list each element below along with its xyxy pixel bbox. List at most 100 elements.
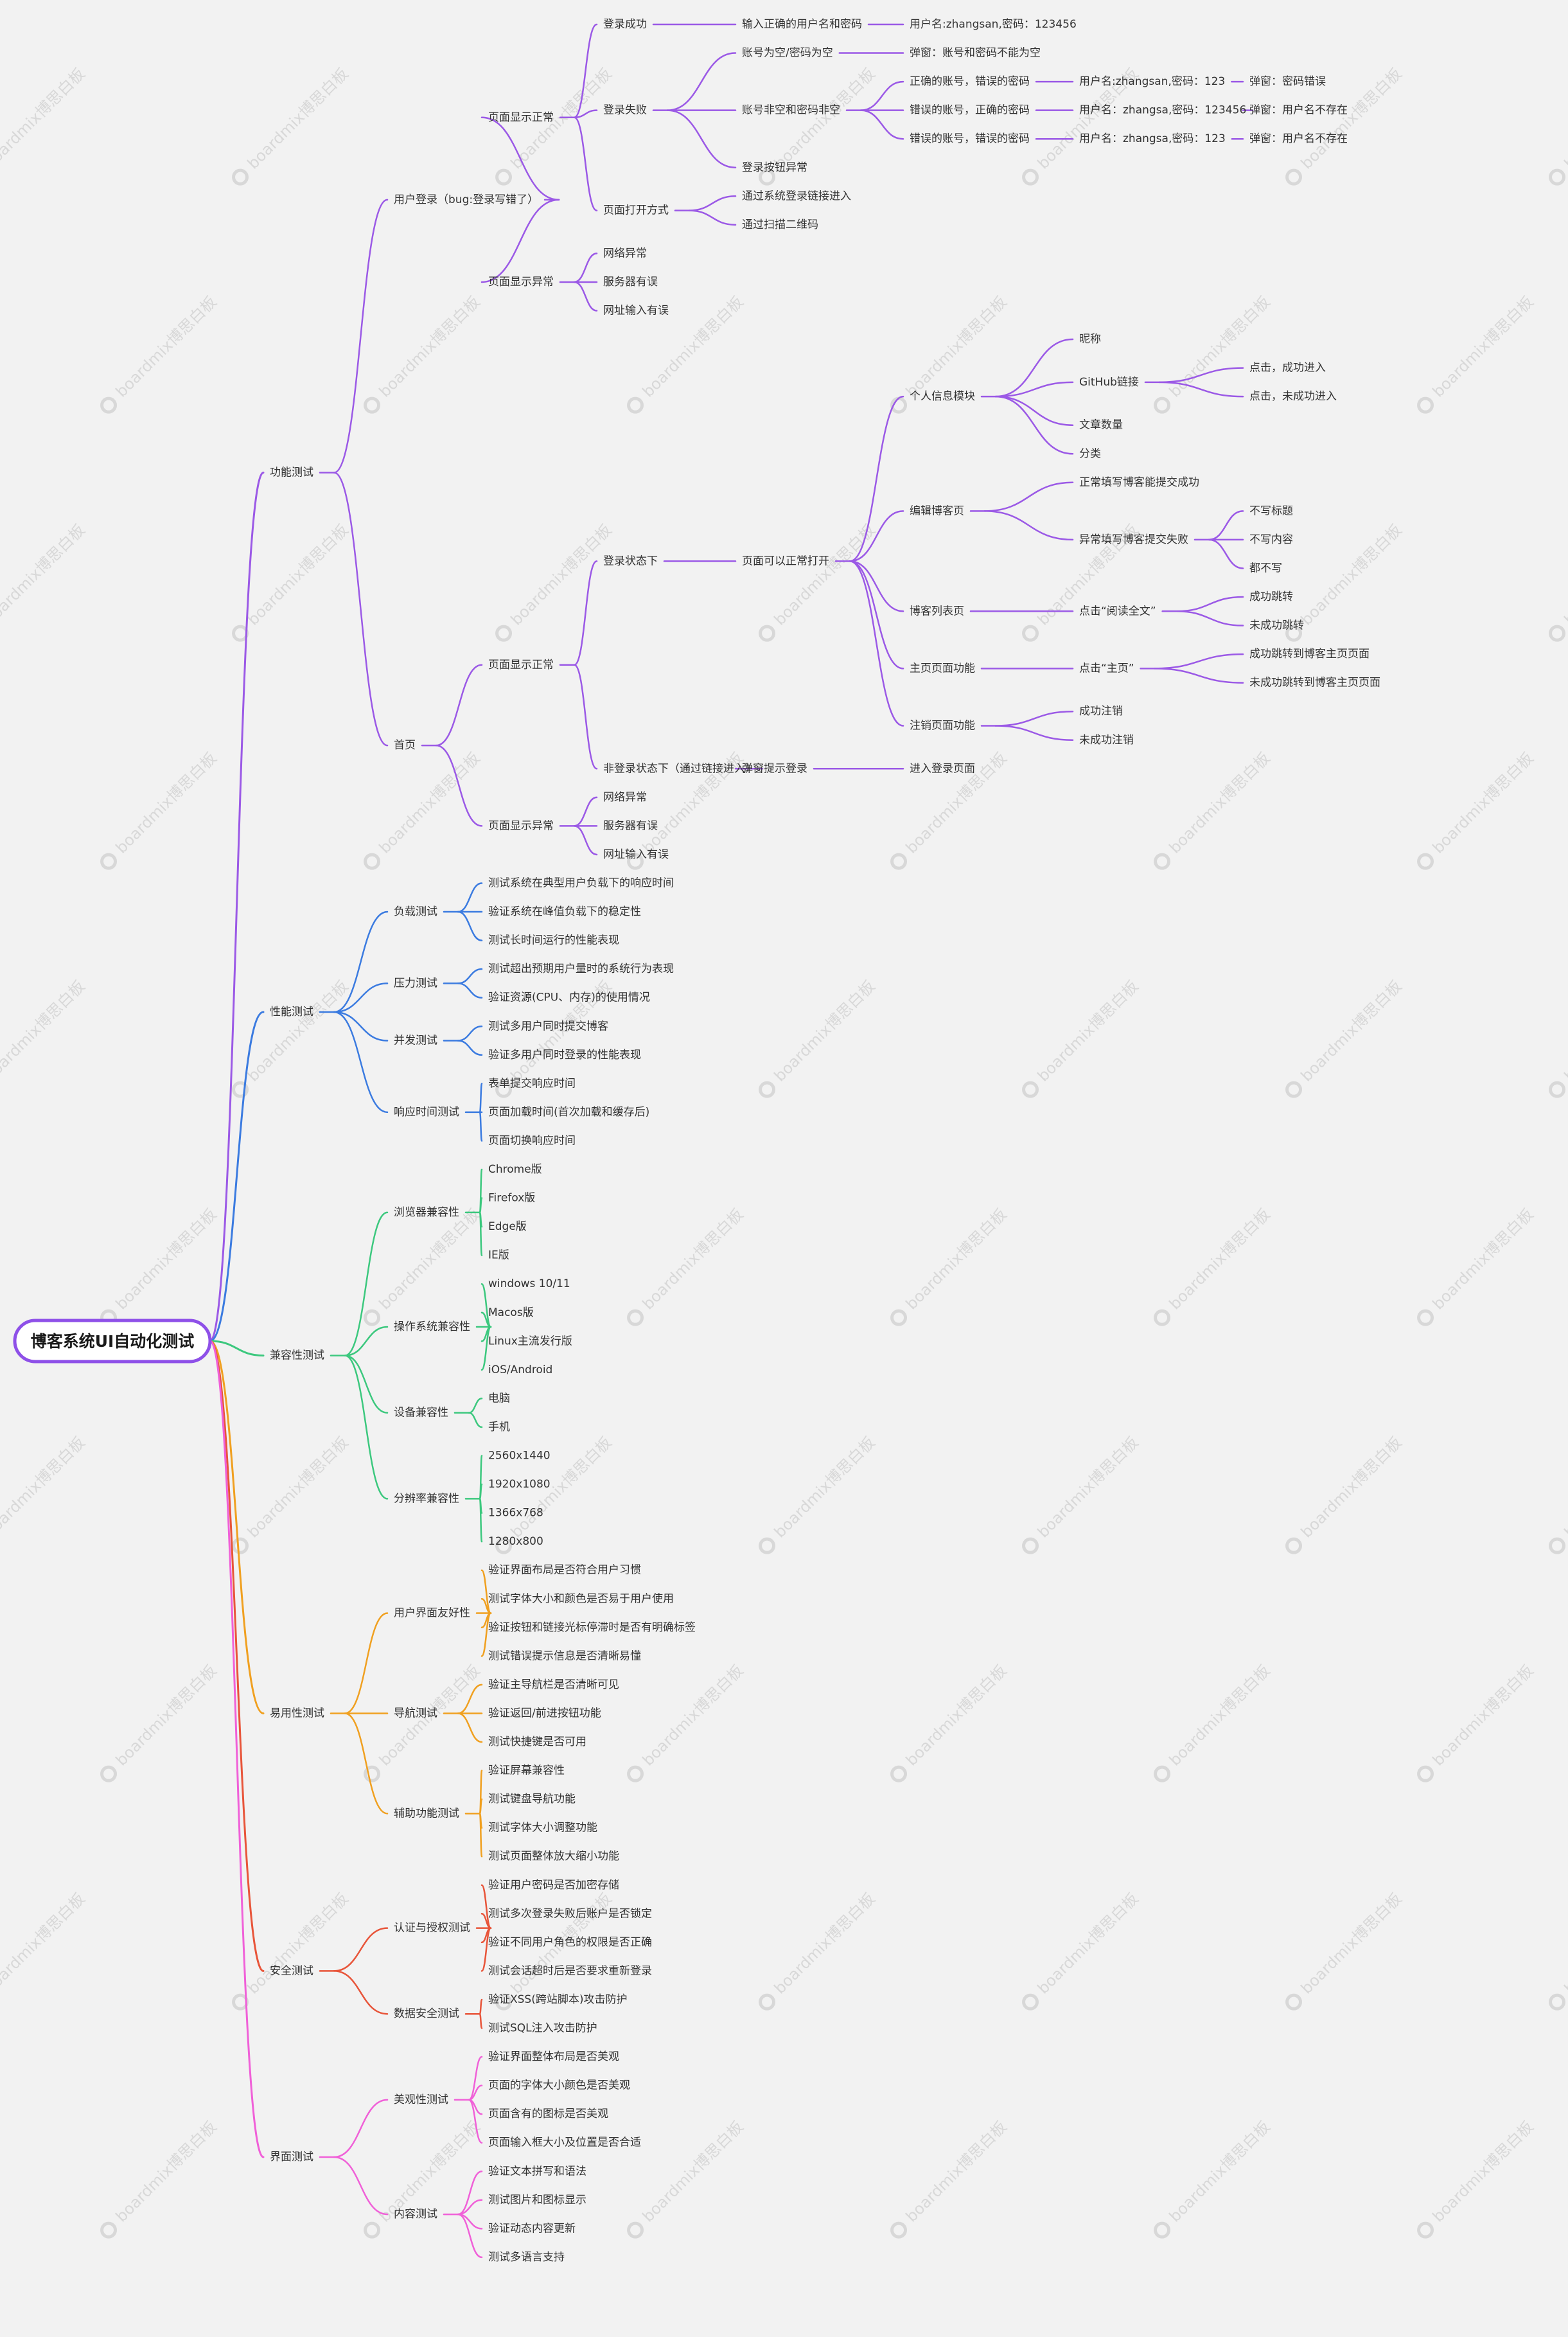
mindmap-node-d4[interactable]: 非登录状态下（通过链接进入） [603,762,756,775]
mindmap-node-d4[interactable]: 页面打开方式 [603,204,669,217]
mindmap-node-d6[interactable]: 错误的账号，正确的密码 [910,104,1030,117]
mindmap-node-d7[interactable]: 用户名：zhangsa,密码：123 [1079,132,1226,145]
mindmap-node-d3[interactable]: 1920x1080 [488,1478,551,1491]
mindmap-node-d3[interactable]: 验证动态内容更新 [488,2222,576,2235]
mindmap-node-d4[interactable]: 登录状态下 [603,555,658,567]
mindmap-node-d7[interactable]: 异常填写博客提交失败 [1079,533,1188,546]
mindmap-node-d2[interactable]: 分辨率兼容性 [394,1492,459,1505]
root-node[interactable]: 博客系统UI自动化测试 [13,1319,212,1364]
mindmap-node-d3[interactable]: Chrome版 [488,1163,542,1176]
mindmap-node-d3[interactable]: 验证按钮和链接光标停滞时是否有明确标签 [488,1621,696,1634]
mindmap-node-d2[interactable]: 操作系统兼容性 [394,1320,470,1333]
mindmap-node-d3[interactable]: 页面显示异常 [488,819,554,832]
mindmap-node-d1[interactable]: 易用性测试 [270,1707,324,1719]
mindmap-node-d8[interactable]: 弹窗：用户名不存在 [1249,104,1348,117]
mindmap-node-d3[interactable]: 验证系统在峰值负载下的稳定性 [488,905,641,918]
mindmap-node-d5[interactable]: 通过扫描二维码 [742,218,818,231]
mindmap-node-d3[interactable]: 验证屏幕兼容性 [488,1764,565,1777]
mindmap-node-d3[interactable]: 页面显示正常 [488,111,554,124]
mindmap-node-d3[interactable]: 测试页面整体放大缩小功能 [488,1850,619,1863]
mindmap-node-d3[interactable]: Linux主流发行版 [488,1335,572,1347]
mindmap-node-d3[interactable]: iOS/Android [488,1364,552,1376]
mindmap-node-d5[interactable]: 登录按钮异常 [742,161,807,174]
mindmap-node-d3[interactable]: Firefox版 [488,1192,535,1205]
mindmap-node-d2[interactable]: 负载测试 [394,905,437,918]
mindmap-node-d7[interactable]: 文章数量 [1079,419,1123,432]
mindmap-node-d6[interactable]: 正确的账号，错误的密码 [910,75,1030,88]
mindmap-node-d3[interactable]: 页面显示正常 [488,659,554,671]
mindmap-node-d8[interactable]: 成功跳转 [1249,591,1293,603]
mindmap-node-d3[interactable]: 页面输入框大小及位置是否合适 [488,2137,641,2149]
mindmap-node-d7[interactable]: 成功注销 [1079,705,1123,718]
mindmap-node-d3[interactable]: 测试系统在典型用户负载下的响应时间 [488,877,674,890]
mindmap-node-d8[interactable]: 未成功跳转 [1249,619,1304,632]
mindmap-node-d8[interactable]: 不写内容 [1249,533,1293,546]
mindmap-node-d4[interactable]: 服务器有误 [603,276,658,289]
mindmap-node-d3[interactable]: 验证主导航栏是否清晰可见 [488,1678,619,1691]
mindmap-node-d3[interactable]: 验证界面整体布局是否美观 [488,2050,619,2063]
mindmap-node-d3[interactable]: 页面加载时间(首次加载和缓存后) [488,1106,649,1119]
mindmap-node-d7[interactable]: 昵称 [1079,333,1101,346]
mindmap-node-d4[interactable]: 网络异常 [603,791,647,804]
mindmap-node-d3[interactable]: 验证多用户同时登录的性能表现 [488,1049,641,1062]
mindmap-node-d8[interactable]: 都不写 [1249,562,1282,574]
mindmap-node-d7[interactable]: 分类 [1079,447,1101,460]
mindmap-node-d4[interactable]: 网址输入有误 [603,848,669,861]
mindmap-node-d3[interactable]: IE版 [488,1249,509,1262]
mindmap-node-d5[interactable]: 输入正确的用户名和密码 [742,18,862,31]
mindmap-node-d5[interactable]: 账号为空/密码为空 [742,47,833,60]
mindmap-node-d1[interactable]: 兼容性测试 [270,1349,324,1362]
mindmap-node-d7[interactable]: 未成功注销 [1079,734,1134,747]
mindmap-node-d2[interactable]: 内容测试 [394,2208,437,2221]
mindmap-node-d7[interactable]: 点击“主页” [1079,662,1134,675]
mindmap-node-d5[interactable]: 页面可以正常打开 [742,555,829,567]
mindmap-node-d3[interactable]: 测试图片和图标显示 [488,2194,586,2207]
mindmap-node-d3[interactable]: 页面含有的图标是否美观 [488,2108,608,2120]
mindmap-node-d8[interactable]: 未成功跳转到博客主页页面 [1249,677,1380,689]
mindmap-node-d3[interactable]: 验证界面布局是否符合用户习惯 [488,1564,641,1577]
mindmap-node-d2[interactable]: 压力测试 [394,977,437,990]
mindmap-node-d6[interactable]: 个人信息模块 [910,390,975,403]
mindmap-node-d4[interactable]: 网址输入有误 [603,305,669,317]
mindmap-node-d1[interactable]: 功能测试 [270,466,313,479]
mindmap-node-d8[interactable]: 成功跳转到博客主页页面 [1249,648,1370,661]
mindmap-node-d3[interactable]: 测试会话超时后是否要求重新登录 [488,1964,652,1977]
mindmap-node-d4[interactable]: 登录成功 [603,18,647,31]
mindmap-node-d8[interactable]: 不写标题 [1249,504,1293,517]
mindmap-node-d8[interactable]: 弹窗：用户名不存在 [1249,132,1348,145]
mindmap-node-d4[interactable]: 服务器有误 [603,819,658,832]
mindmap-node-d3[interactable]: 手机 [488,1421,510,1434]
mindmap-node-d3[interactable]: 1366x768 [488,1507,543,1520]
mindmap-node-d7[interactable]: 用户名:zhangsan,密码：123 [1079,75,1225,88]
mindmap-node-d3[interactable]: 验证返回/前进按钮功能 [488,1707,601,1719]
mindmap-node-d6[interactable]: 弹窗：账号和密码不能为空 [910,47,1041,60]
mindmap-node-d6[interactable]: 编辑博客页 [910,504,964,517]
mindmap-node-d2[interactable]: 浏览器兼容性 [394,1206,459,1219]
mindmap-node-d3[interactable]: 验证不同用户角色的权限是否正确 [488,1936,652,1949]
mindmap-node-d3[interactable]: 测试错误提示信息是否清晰易懂 [488,1649,641,1662]
mindmap-node-d3[interactable]: 验证用户密码是否加密存储 [488,1879,619,1892]
mindmap-node-d2[interactable]: 认证与授权测试 [394,1922,470,1935]
mindmap-node-d1[interactable]: 界面测试 [270,2151,313,2164]
mindmap-node-d6[interactable]: 进入登录页面 [910,762,975,775]
mindmap-node-d7[interactable]: 正常填写博客能提交成功 [1079,476,1199,489]
mindmap-node-d2[interactable]: 用户登录（bug:登录写错了） [394,193,538,206]
mindmap-node-d3[interactable]: 测试快捷键是否可用 [488,1736,586,1748]
mindmap-node-d3[interactable]: 页面的字体大小颜色是否美观 [488,2079,630,2092]
mindmap-node-d3[interactable]: 测试多次登录失败后账户是否锁定 [488,1907,652,1920]
mindmap-node-d1[interactable]: 安全测试 [270,1964,313,1977]
mindmap-node-d2[interactable]: 首页 [394,739,416,752]
mindmap-node-d2[interactable]: 设备兼容性 [394,1407,448,1419]
mindmap-node-d3[interactable]: 测试长时间运行的性能表现 [488,934,619,947]
mindmap-node-d6[interactable]: 用户名:zhangsan,密码：123456 [910,18,1077,31]
mindmap-node-d3[interactable]: Edge版 [488,1220,527,1233]
mindmap-node-d7[interactable]: GitHub链接 [1079,376,1139,389]
mindmap-node-d3[interactable]: 测试超出预期用户量时的系统行为表现 [488,963,674,975]
mindmap-node-d2[interactable]: 数据安全测试 [394,2007,459,2020]
mindmap-node-d6[interactable]: 博客列表页 [910,605,964,618]
mindmap-node-d3[interactable]: 验证资源(CPU、内存)的使用情况 [488,991,650,1004]
mindmap-node-d8[interactable]: 弹窗：密码错误 [1249,75,1326,88]
mindmap-node-d7[interactable]: 用户名：zhangsa,密码：123456 [1079,104,1246,117]
mindmap-node-d5[interactable]: 弹窗提示登录 [742,762,807,775]
